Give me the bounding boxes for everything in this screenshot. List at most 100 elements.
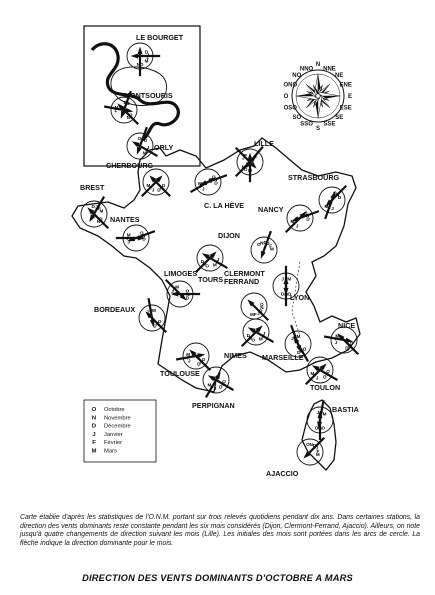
month-initial: D xyxy=(142,237,146,242)
compass-label-oso: OSO xyxy=(284,105,298,111)
month-initial: M xyxy=(127,233,131,238)
month-initial: N xyxy=(142,233,146,238)
station-dial xyxy=(196,244,224,272)
month-initial: F xyxy=(335,337,338,342)
legend-month: Janvier xyxy=(104,432,123,438)
month-initial: D xyxy=(313,443,317,448)
month-initial: O xyxy=(222,379,226,384)
month-initial: O xyxy=(129,112,133,117)
wind-arrowhead xyxy=(299,211,307,219)
month-initial: J xyxy=(202,187,205,192)
station-label: CLERMONT xyxy=(224,269,265,278)
month-initial: D xyxy=(263,240,267,245)
month-initial: O xyxy=(205,264,209,269)
month-initial: F xyxy=(173,286,176,291)
month-initial: N xyxy=(97,219,101,224)
station-label: TOULOUSE xyxy=(160,369,200,378)
month-initial: M xyxy=(143,151,147,156)
month-initial: N xyxy=(221,382,225,387)
wind-arrowhead xyxy=(149,319,155,328)
wind-arrowhead xyxy=(130,53,139,59)
month-initial: D xyxy=(145,49,149,54)
month-initial: J xyxy=(296,224,299,229)
month-initial: J xyxy=(188,359,191,364)
month-initial: D xyxy=(247,333,251,338)
compass-label-ese: ESE xyxy=(340,105,352,111)
month-initial: J xyxy=(147,52,150,57)
compass-label-sso: SSO xyxy=(300,122,313,128)
month-initial: M xyxy=(297,334,301,339)
month-initial: M xyxy=(316,452,320,457)
station-nancy: ONDJFMNANCY xyxy=(258,204,320,234)
legend-frame xyxy=(83,399,157,463)
month-initial: J xyxy=(331,206,334,211)
wind-arrowhead xyxy=(247,152,253,161)
month-initial: F xyxy=(320,410,323,415)
wind-arrow xyxy=(290,324,301,350)
wind-arrow xyxy=(250,328,275,344)
france-outline xyxy=(71,137,361,393)
month-initial: D xyxy=(201,259,205,264)
month-initial: M xyxy=(335,333,339,338)
wind-arrowhead xyxy=(303,451,311,459)
month-initial: O xyxy=(257,242,261,247)
station-label: ORLY xyxy=(154,143,174,152)
month-initial: N xyxy=(200,360,204,365)
wind-arrow xyxy=(164,278,185,299)
month-initial: J xyxy=(152,188,155,193)
station-label: TOURS xyxy=(198,275,223,284)
month-initial: J xyxy=(147,145,150,150)
wind-arrow xyxy=(261,230,272,256)
month-initial: F xyxy=(127,236,130,241)
month-initial: N xyxy=(137,62,141,67)
month-initial: N xyxy=(284,292,288,297)
legend-month: Mars xyxy=(104,449,117,455)
legend-letter: F xyxy=(92,440,96,446)
station-dial xyxy=(110,96,138,124)
station-dial xyxy=(182,342,210,370)
month-initial: F xyxy=(149,186,152,191)
wind-arrow xyxy=(147,297,154,324)
month-initial: D xyxy=(338,195,342,200)
month-initial: F xyxy=(294,334,297,339)
month-initial: M xyxy=(99,209,103,214)
station-label: LYON xyxy=(290,293,309,302)
station-strasbourg: ONDJFMSTRASBOURG xyxy=(288,173,348,220)
month-initial: F xyxy=(317,449,320,454)
wind-arrowhead xyxy=(179,293,187,301)
station-label: LE BOURGET xyxy=(136,33,184,42)
station-dial xyxy=(318,186,346,214)
month-initial: M xyxy=(323,411,327,416)
station-label: AJACCIO xyxy=(266,469,299,478)
month-initial: M xyxy=(324,204,328,209)
month-initial: J xyxy=(281,277,284,282)
month-initial: J xyxy=(146,309,149,314)
compass-label-ene: ENE xyxy=(340,83,352,89)
station-label: NIMES xyxy=(224,351,247,360)
wind-arrowhead xyxy=(120,110,126,119)
month-initial: F xyxy=(313,374,316,379)
month-initial: M xyxy=(175,284,179,289)
wind-arrowhead xyxy=(330,191,336,200)
rhone-line xyxy=(291,261,301,337)
wind-arrow xyxy=(204,254,229,270)
wind-arrowhead xyxy=(125,107,134,113)
wind-arrowhead xyxy=(311,365,320,372)
month-initial: D xyxy=(345,346,349,351)
wind-arrow xyxy=(103,105,130,112)
month-initial: O xyxy=(287,291,291,296)
month-initial: O xyxy=(140,230,144,235)
wind-arrowhead xyxy=(319,363,327,371)
month-initial: J xyxy=(291,336,294,341)
month-initial: J xyxy=(217,257,220,262)
month-initial: F xyxy=(244,153,247,158)
month-initial: M xyxy=(186,352,190,357)
